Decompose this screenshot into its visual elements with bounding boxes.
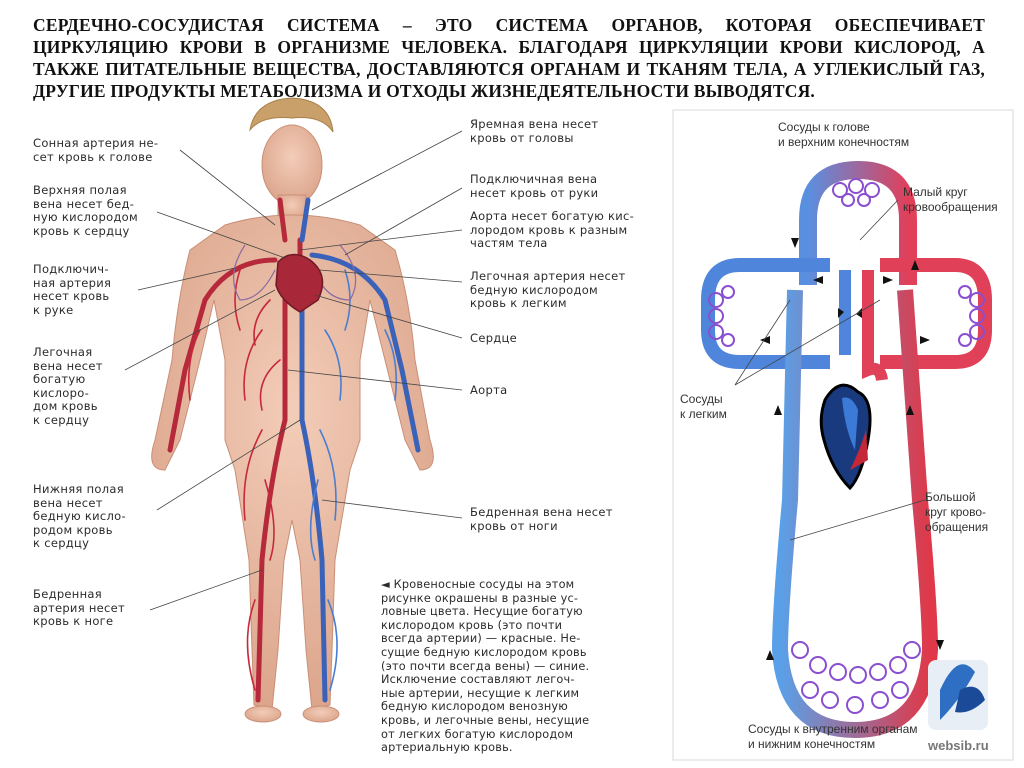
arteries [167, 197, 303, 703]
lung-capillaries-right [958, 285, 985, 347]
label-lung-vessels: Сосуды к легким [680, 392, 727, 421]
label-small-circle: Малый круг кровообращения [903, 185, 998, 214]
label-subclavian-artery: Подключич- ная артерия несет кровь к рук… [33, 262, 112, 317]
logo-icon [928, 660, 988, 730]
label-organ-vessels: Сосуды к внутренним органам и нижним кон… [748, 722, 918, 751]
label-superior-vena-cava: Верхняя полая вена несет бед- ную кислор… [33, 183, 138, 238]
label-heart: Сердце [470, 331, 518, 345]
organ-capillary-net [791, 641, 921, 714]
aortic-trunk [862, 270, 888, 382]
label-pulmonary-vein: Легочная вена несет богатую кислоро- дом… [33, 345, 103, 427]
heart-left-chamber [850, 430, 868, 470]
label-aorta-rich-blood: Аорта несет богатую кис- лородом кровь к… [470, 209, 635, 250]
label-big-circle: Большой круг крово- обращения [925, 490, 989, 534]
left-lung-loop [701, 258, 830, 369]
heart-right-chamber [842, 397, 858, 450]
flow-arrows [760, 238, 944, 660]
systemic-loop [771, 289, 939, 739]
watermark: websib.ru [928, 738, 989, 753]
label-subclavian-vein: Подключичная вена несет кровь от руки [470, 172, 599, 200]
scheme-leader-lines [734, 199, 926, 541]
label-jugular-vein: Яремная вена несет кровь от головы [470, 117, 599, 145]
color-legend-note: ◄ Кровеносные сосуды на этом рисунке окр… [381, 578, 590, 755]
right-leader-lines [287, 130, 463, 519]
artery-branches [187, 269, 281, 691]
heart-shape [275, 253, 324, 313]
right-lung-loop [880, 258, 992, 369]
lung-capillaries-left [708, 285, 735, 347]
head-vessel-loop [799, 160, 917, 285]
page-heading: СЕРДЕЧНО-СОСУДИСТАЯ СИСТЕМА – ЭТО СИСТЕМ… [33, 15, 985, 101]
left-leader-lines [124, 149, 301, 611]
label-carotid-artery: Сонная артерия не- сет кровь к голове [33, 136, 159, 164]
label-femoral-vein: Бедренная вена несет кровь от ноги [470, 505, 613, 533]
head-capillary-net [832, 178, 880, 207]
scheme-frame [672, 109, 1014, 761]
human-figure [151, 97, 434, 723]
label-aorta: Аорта [470, 383, 508, 397]
label-pulmonary-artery: Легочная артерия несет бедную кислородом… [470, 269, 626, 310]
label-head-vessels: Сосуды к голове и верхним конечностям [778, 120, 910, 149]
label-femoral-artery: Бедренная артерия несет кровь к ноге [33, 587, 126, 628]
label-inferior-vena-cava: Нижняя полая вена несет бедную кисло- ро… [33, 482, 126, 550]
